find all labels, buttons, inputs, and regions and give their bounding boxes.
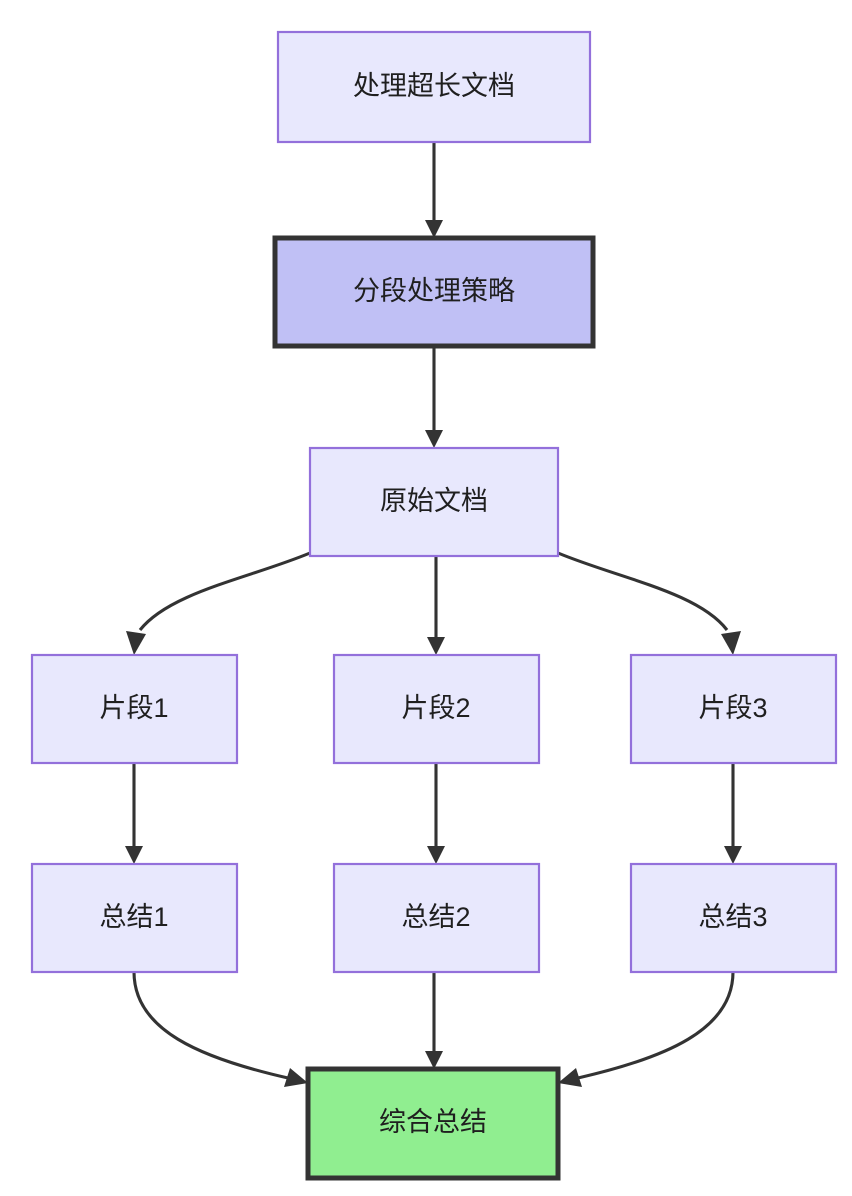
node-source-document[interactable]: 原始文档 (308, 446, 560, 558)
node-segment-1[interactable]: 片段1 (30, 653, 239, 765)
node-segmented-strategy[interactable]: 分段处理策略 (272, 235, 596, 349)
node-label-segment-2: 片段2 (401, 693, 470, 723)
edge-process-to-strategy (425, 142, 443, 238)
edge-segment2-to-summary2 (427, 763, 445, 864)
node-label-summary-1: 总结1 (99, 902, 168, 932)
node-label-process-long-document: 处理超长文档 (353, 71, 515, 101)
node-label-summary-3: 总结3 (698, 902, 767, 932)
edge-summary2-to-final (425, 972, 443, 1069)
edge-source-to-segment1 (126, 551, 311, 655)
edge-segment3-to-summary3 (724, 763, 742, 864)
node-label-segmented-strategy: 分段处理策略 (353, 276, 515, 306)
edge-source-to-segment3 (557, 551, 741, 655)
node-segment-3[interactable]: 片段3 (629, 653, 838, 765)
edge-summary1-to-final (132, 971, 308, 1087)
node-label-summary-2: 总结2 (401, 902, 470, 932)
edge-summary3-to-final (558, 971, 735, 1087)
node-summary-1[interactable]: 总结1 (30, 862, 239, 974)
node-label-final-summary: 综合总结 (379, 1107, 487, 1137)
edge-segment1-to-summary1 (125, 763, 143, 864)
node-final-summary[interactable]: 综合总结 (305, 1066, 561, 1181)
node-summary-2[interactable]: 总结2 (332, 862, 541, 974)
node-label-source-document: 原始文档 (380, 486, 488, 516)
edge-strategy-to-source (425, 346, 443, 448)
node-process-long-document[interactable]: 处理超长文档 (276, 30, 592, 144)
node-label-segment-1: 片段1 (99, 693, 168, 723)
edge-source-to-segment2 (427, 556, 445, 655)
node-layer: 处理超长文档 分段处理策略 原始文档 片段1 片段2 片段3 (30, 30, 838, 1181)
node-label-segment-3: 片段3 (698, 693, 767, 723)
edge-layer (125, 142, 742, 1087)
node-segment-2[interactable]: 片段2 (332, 653, 541, 765)
node-summary-3[interactable]: 总结3 (629, 862, 838, 974)
